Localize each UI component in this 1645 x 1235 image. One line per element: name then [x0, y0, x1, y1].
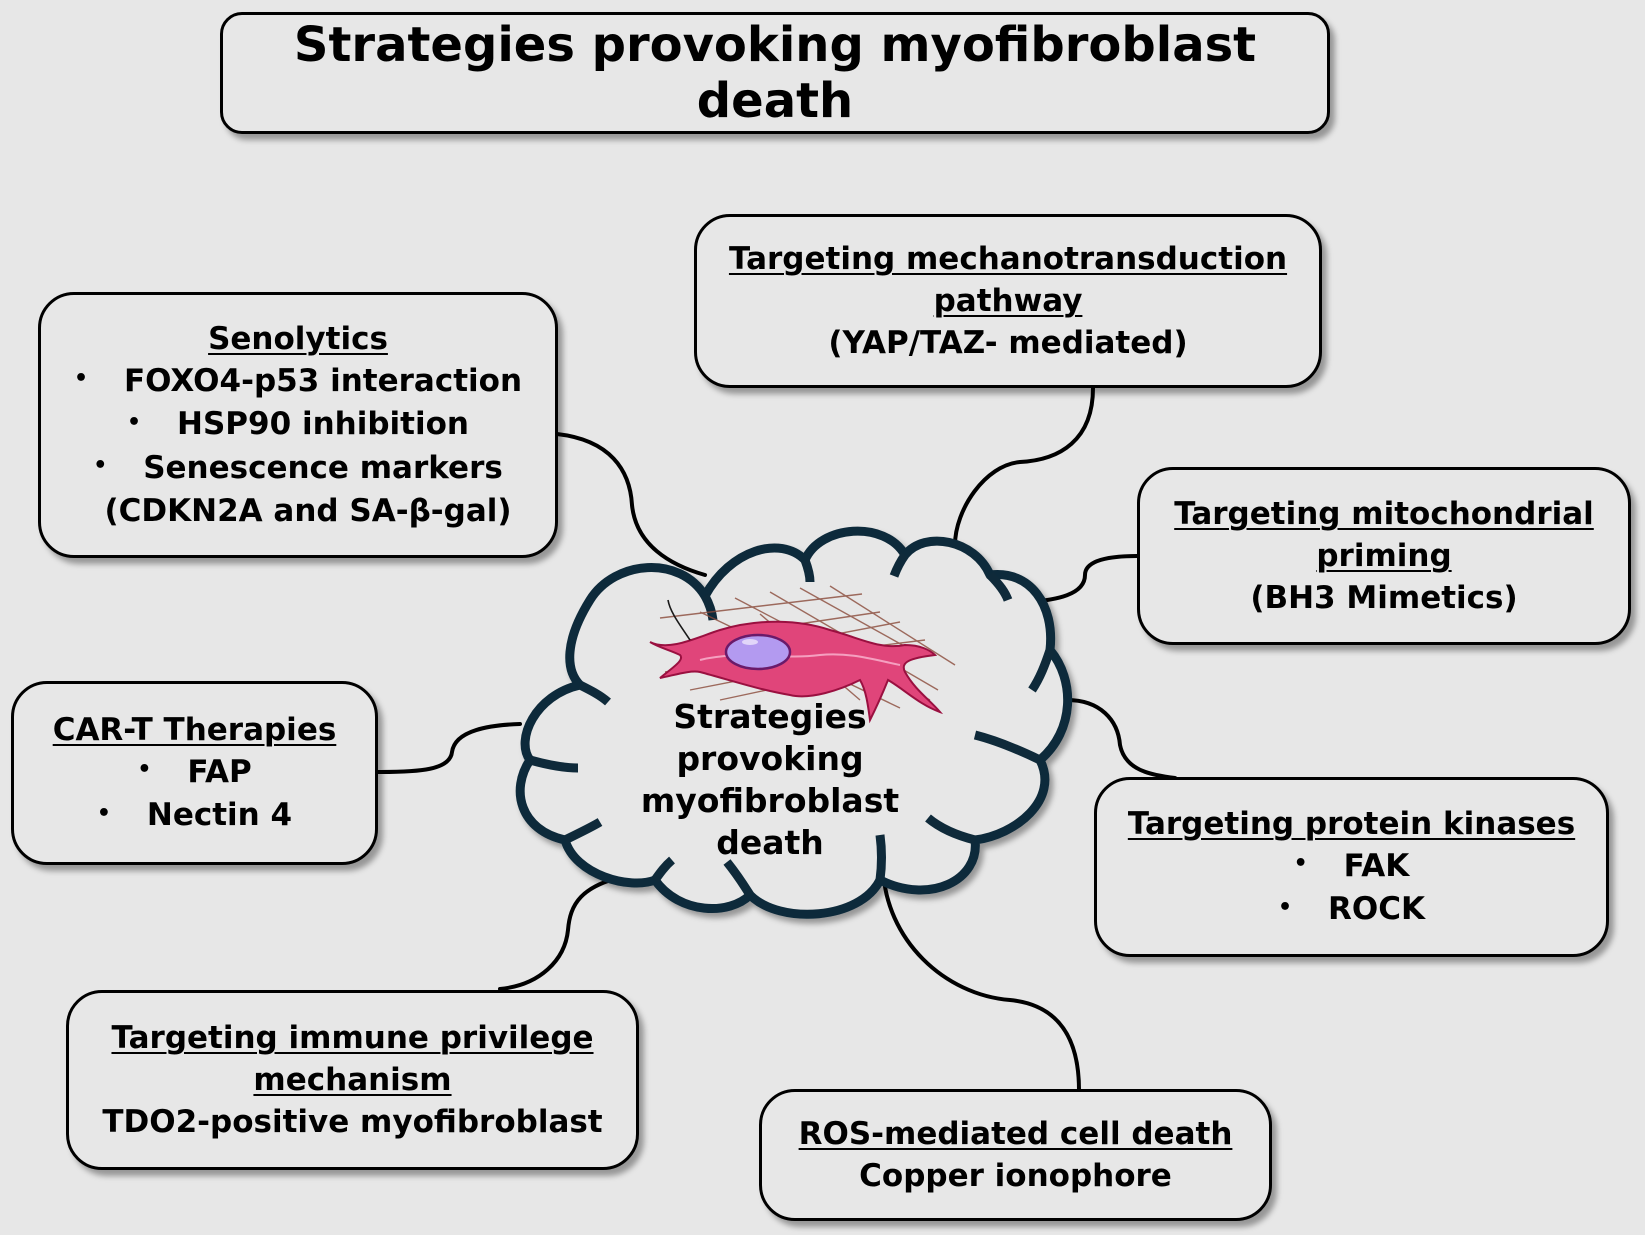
- connector-mitochondrial: [1028, 554, 1139, 604]
- connector-ros: [881, 865, 1081, 1092]
- immune-box: Targeting immune privilege mechanism TDO…: [66, 990, 639, 1170]
- connector-cart: [376, 722, 522, 774]
- senolytics-item: •HSP90 inhibition: [127, 403, 469, 447]
- bullet-icon: •: [127, 409, 142, 435]
- kinases-box: Targeting protein kinases •FAK •ROCK: [1094, 777, 1609, 957]
- connector-senolytics: [555, 432, 707, 577]
- center-line: provoking: [676, 739, 864, 778]
- center-line: Strategies: [673, 697, 867, 736]
- bullet-icon: •: [1278, 894, 1293, 920]
- ros-box: ROS-mediated cell death Copper ionophore: [759, 1089, 1272, 1221]
- cart-item: •FAP: [137, 751, 251, 795]
- bullet-icon: •: [73, 366, 89, 392]
- kinases-item: •ROCK: [1278, 888, 1425, 932]
- connector-immune: [498, 873, 632, 991]
- bullet-icon: •: [96, 800, 111, 826]
- page-title: Strategies provoking myofibroblast death: [293, 17, 1257, 129]
- cart-box: CAR-T Therapies •FAP •Nectin 4: [11, 681, 378, 865]
- center-line: death: [716, 823, 824, 862]
- myofibroblast-cell-icon: [649, 585, 956, 724]
- kinases-heading: Targeting protein kinases: [1127, 805, 1576, 842]
- mitochondrial-note: (BH3 Mimetics): [1250, 580, 1518, 616]
- bullet-icon: •: [137, 757, 152, 782]
- cart-heading: CAR-T Therapies: [52, 711, 337, 748]
- immune-note: TDO2-positive myofibroblast: [102, 1104, 603, 1140]
- mitochondrial-heading: priming: [1316, 538, 1452, 574]
- senolytics-note: (CDKN2A and SA-β-gal): [104, 493, 512, 530]
- mitochondrial-box: Targeting mitochondrial priming (BH3 Mim…: [1137, 467, 1631, 645]
- mechanotransduction-heading: Targeting mechanotransduction: [728, 241, 1288, 277]
- connector-mechanotransduction: [953, 386, 1095, 547]
- senolytics-heading: Senolytics: [208, 320, 388, 357]
- bullet-icon: •: [93, 453, 108, 479]
- center-label: Strategies provoking myofibroblast death: [620, 696, 920, 864]
- senolytics-item: •Senescence markers: [93, 447, 503, 491]
- senolytics-box: Senolytics •FOXO4-p53 interaction •HSP90…: [38, 292, 558, 558]
- ros-note: Copper ionophore: [859, 1158, 1172, 1194]
- mitochondrial-heading: Targeting mitochondrial: [1174, 496, 1594, 532]
- senolytics-item: •FOXO4-p53 interaction: [74, 360, 522, 404]
- mechanotransduction-heading: pathway: [933, 283, 1083, 319]
- center-line: myofibroblast: [640, 781, 900, 820]
- kinases-item: •FAK: [1294, 845, 1410, 889]
- bullet-icon: •: [1293, 851, 1308, 876]
- ros-heading: ROS-mediated cell death: [798, 1116, 1233, 1152]
- mechanotransduction-note: (YAP/TAZ- mediated): [828, 325, 1188, 361]
- cart-item: •Nectin 4: [97, 794, 292, 838]
- immune-heading: mechanism: [253, 1062, 452, 1098]
- title-box: Strategies provoking myofibroblast death: [220, 12, 1330, 134]
- immune-heading: Targeting immune privilege: [111, 1020, 594, 1056]
- mechanotransduction-box: Targeting mechanotransduction pathway (Y…: [694, 214, 1322, 388]
- connector-kinases: [1065, 698, 1177, 780]
